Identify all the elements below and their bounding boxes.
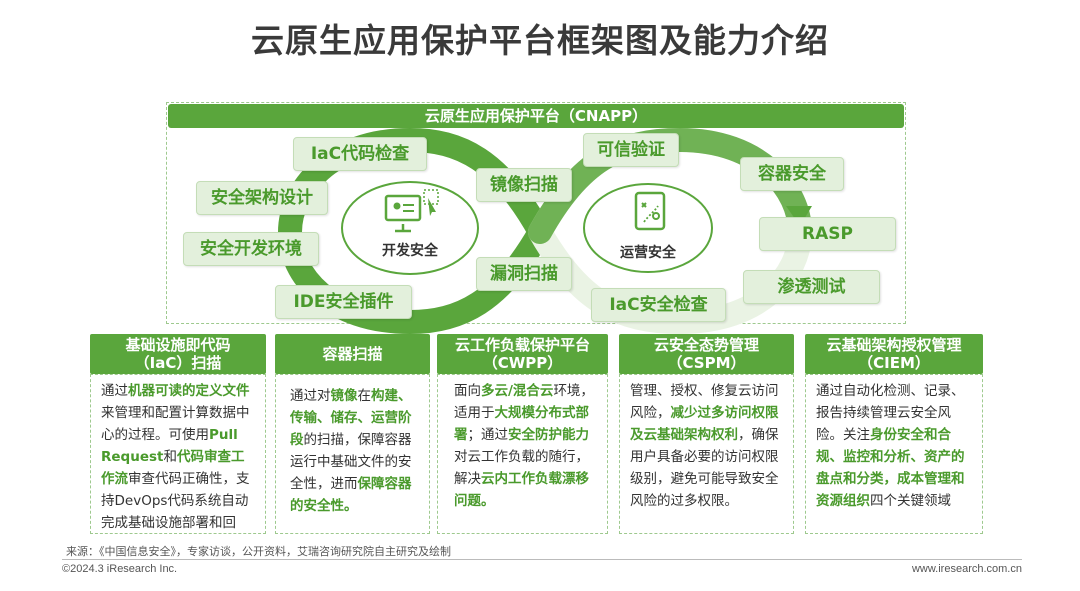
body-text: 来管理和配置计算数据中心的过程。可使用 [101,405,250,443]
highlight-text: 保障容器的安全性。 [290,476,412,514]
column-body-container-scan: 通过对镜像在构建、传输、储存、运营阶段的扫描，保障容器运行中基础文件的安全性，进… [275,374,430,534]
body-text: 和 [163,449,177,465]
body-text: 在 [357,388,372,404]
loop-band-right-edge [528,127,812,244]
dev-hub-label: 开发安全 [382,243,438,259]
ops-hub-icon [634,191,666,231]
cnapp-frame [166,102,906,324]
ops-hub-label: 运营安全 [620,245,676,261]
column-body-ciem: 通过自动化检测、记录、报告持续管理云安全风险。关注身份安全和合规、监控和分析、资… [805,374,983,534]
column-body-cspm: 管理、授权、修复云访问风险，减少过多访问权限及云基础架构权利，确保用户具备必要的… [619,374,794,534]
chip-iac-security-check: IaC安全检查 [591,288,726,322]
column-title-line2: （CSPM） [667,354,746,372]
column-header-cwpp: 云工作负载保护平台 （CWPP） [437,334,608,374]
chip-security-architecture: 安全架构设计 [196,181,328,215]
column-header-ciem: 云基础架构授权管理 （CIEM） [805,334,983,374]
body-text: 面向 [454,383,481,399]
column-header-cspm: 云安全态势管理 （CSPM） [619,334,794,374]
column-title-line1: 云安全态势管理 [653,336,759,354]
highlight-text: 减少过多访问权限及云基础架构权利 [630,405,779,443]
highlight-text: 安全防护能力 [508,427,589,443]
column-body-iac-scan: 通过机器可读的定义文件来管理和配置计算数据中心的过程。可使用Pull Reque… [90,374,266,534]
body-text: 审查代码正确性，支持DevOps代码系统自动完成基础设施部署和回滚。 [101,471,250,531]
column-title-line1: 基础设施即代码 [125,336,231,354]
page-title: 云原生应用保护平台框架图及能力介绍 [251,21,829,60]
highlight-text: 大规模分布式部署 [454,405,589,443]
chip-pen-test: 渗透测试 [743,270,880,304]
cnapp-label: 云原生应用保护平台（CNAPP） [168,104,904,128]
column-body-cwpp: 面向多云/混合云环境，适用于大规模分布式部署；通过安全防护能力对云工作负载的随行… [437,374,608,534]
highlight-text: 镜像 [330,388,358,404]
dev-hub-icon [384,189,439,233]
body-text: 的扫描，保障容器运行中基础文件的安全性，进而 [290,432,412,492]
highlight-text: 机器可读的定义文件 [128,383,250,399]
body-text: ；通过 [467,427,509,443]
column-title-line2: （IaC）扫描 [134,354,222,372]
chip-rasp: RASP [759,217,896,251]
highlight-text: 云内工作负载漂移问题。 [454,471,589,509]
chip-image-scan: 镜像扫描 [476,168,572,202]
body-text: 通过自动化检测、记录、报告持续管理云安全风险。关注 [816,383,965,443]
chip-container-security: 容器安全 [740,157,844,191]
body-text: 四个关键领域 [870,493,951,509]
column-header-iac-scan: 基础设施即代码 （IaC）扫描 [90,334,266,374]
highlight-text: 构建、传输、储存、运营阶段 [290,388,412,448]
body-text: 管理、授权、修复云访问风险， [630,383,779,421]
website-link[interactable]: www.iresearch.com.cn [911,563,1022,575]
column-title-line1: 云工作负载保护平台 [454,336,590,354]
column-title-line2: （CWPP） [482,354,563,372]
chip-secure-dev-env: 安全开发环境 [183,232,319,266]
body-text: 通过 [101,383,128,399]
source-note: 来源：《中国信息安全》，专家访谈，公开资料，艾瑞咨询研究院自主研究及绘制 [66,545,451,558]
column-title-line2: （CIEM） [858,354,930,372]
body-text: 对云工作负载的随行，解决 [454,449,589,487]
loop-arrow-head [786,206,812,226]
highlight-text: 身份安全和合规、监控和分析、资产的盘点和分类，成本管理和资源组织 [816,427,965,509]
highlight-text: Pull Request [101,427,238,465]
chip-trusted-verify: 可信验证 [583,133,679,167]
column-header-container-scan: 容器扫描 [275,334,430,374]
copyright: ©2024.3 iResearch Inc. [62,563,178,575]
highlight-text: 代码审查工作流 [101,449,245,487]
footer-divider [62,559,1022,560]
dev-hub [341,181,479,275]
column-title-line1: 云基础架构授权管理 [826,336,962,354]
body-text: ，确保用户具备必要的访问权限级别，避免可能导致安全风险的过多权限。 [630,427,779,509]
body-text: 通过对 [290,388,331,404]
highlight-text: 多云/混合云 [481,383,554,399]
chip-ide-plugin: IDE安全插件 [275,285,412,319]
chip-vuln-scan: 漏洞扫描 [476,257,572,291]
chip-iac-code-check: IaC代码检查 [293,137,427,171]
body-text: 环境，适用于 [454,383,594,421]
column-title-line1: 容器扫描 [322,345,383,363]
